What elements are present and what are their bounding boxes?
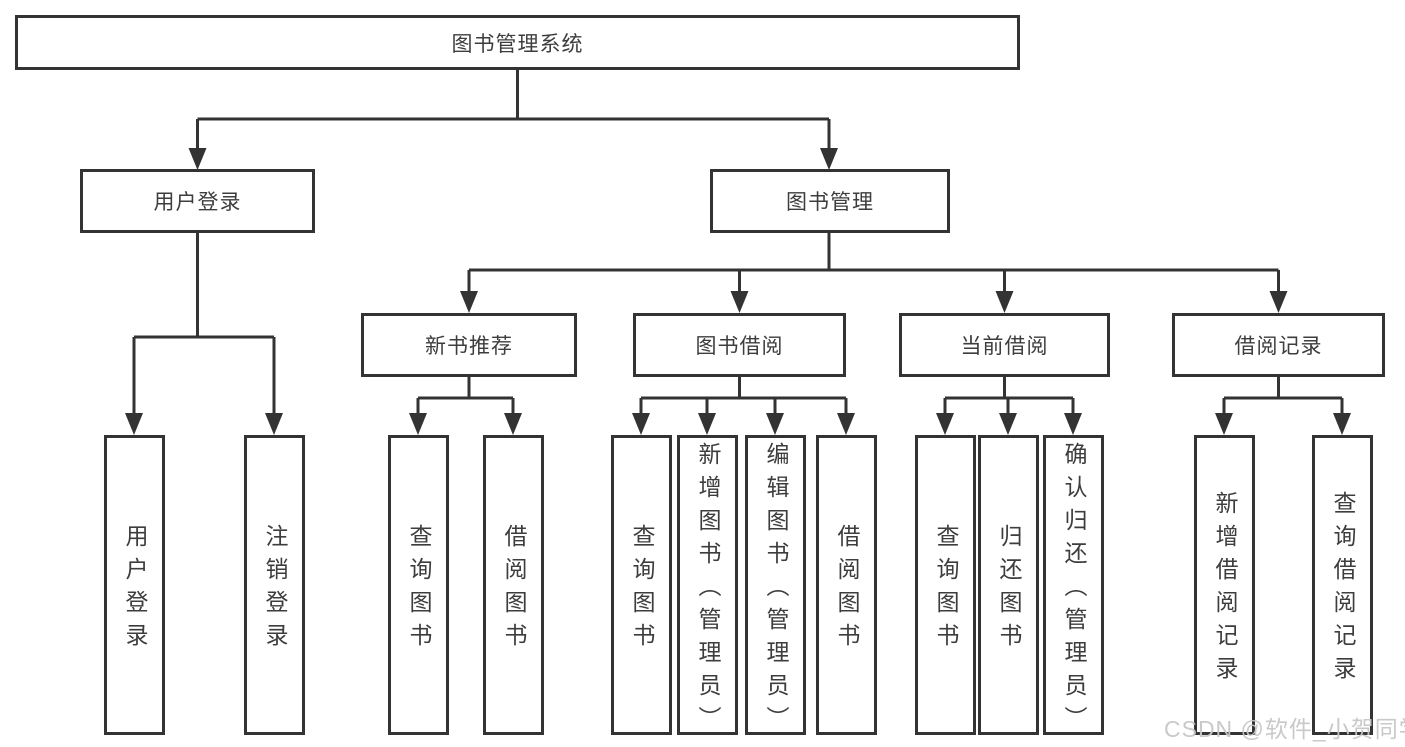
node-label: 当前借阅 [960,335,1049,358]
node-label: 注销登录 [262,524,288,656]
leaf-edit-books-admin: 编辑图书（管理员） [745,435,806,739]
arrowheads [125,148,1351,435]
node-label: 编辑图书（管理员） [763,441,789,739]
node-new-book-recommend: 新书推荐 [361,313,577,377]
leaf-borrow-books: 借阅图书 [816,435,877,735]
csdn-watermark: CSDN @软件_小贺同学 [1164,716,1405,742]
leaf-add-books-admin: 新增图书（管理员） [677,435,738,739]
node-label: 查询图书 [629,524,655,656]
node-current-borrow: 当前借阅 [899,313,1110,377]
node-label: 查询图书 [406,524,432,656]
leaf-return-books: 归还图书 [978,435,1039,735]
leaf-query-books: 查询图书 [611,435,672,735]
leaf-query-borrow-record: 查询借阅记录 [1312,435,1373,735]
node-label: 用户登录 [153,191,242,214]
node-book-borrow: 图书借阅 [633,313,846,377]
node-label: 图书管理 [786,191,874,214]
node-label: 新增借阅记录 [1212,491,1238,689]
node-book-management: 图书管理 [710,169,950,233]
leaf-add-borrow-record: 新增借阅记录 [1194,435,1255,735]
node-label: 图书管理系统 [451,32,584,56]
node-root-system: 图书管理系统 [15,15,1020,70]
node-borrow-record: 借阅记录 [1172,313,1385,377]
node-label: 图书借阅 [695,335,784,358]
node-label: 确认归还（管理员） [1061,441,1087,739]
node-label: 查询图书 [933,524,959,656]
node-label: 新书推荐 [425,335,513,358]
leaf-query-books: 查询图书 [388,435,449,735]
node-label: 借阅图书 [501,524,527,656]
leaf-logout: 注销登录 [244,435,305,735]
node-label: 归还图书 [996,524,1022,656]
node-label: 借阅图书 [834,524,860,656]
leaf-query-books: 查询图书 [915,435,976,735]
node-label: 查询借阅记录 [1330,491,1356,689]
node-label: 借阅记录 [1234,335,1323,358]
node-label: 用户登录 [122,524,148,656]
node-label: 新增图书（管理员） [695,441,721,739]
leaf-borrow-books: 借阅图书 [483,435,544,735]
leaf-user-login: 用户登录 [104,435,165,735]
node-user-login: 用户登录 [80,169,315,233]
leaf-confirm-return-admin: 确认归还（管理员） [1043,435,1104,739]
